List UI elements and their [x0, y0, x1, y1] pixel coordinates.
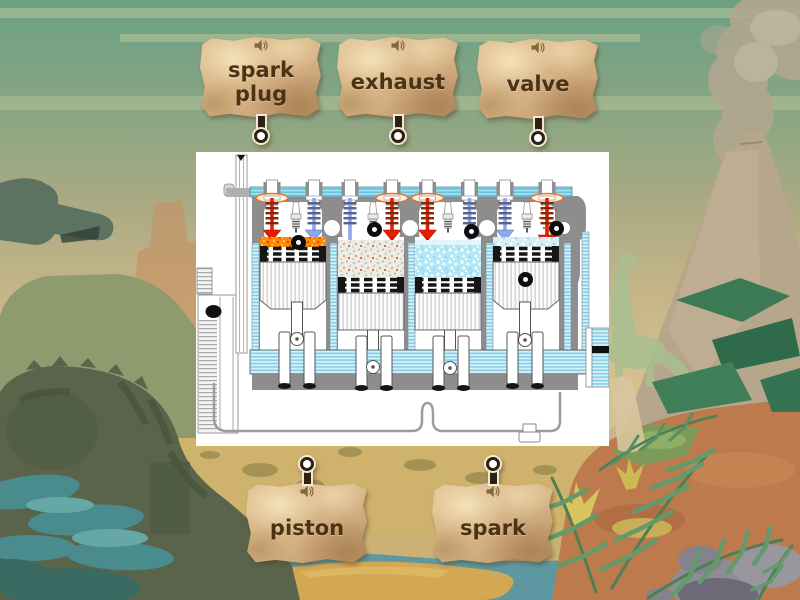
label-card-face: spark plug — [200, 36, 321, 118]
label-card-face: spark — [432, 482, 553, 564]
speaker-icon[interactable] — [485, 485, 501, 498]
volcano-smoke — [700, 0, 800, 166]
label-pin — [394, 116, 402, 129]
dark-leaves — [652, 278, 800, 414]
flywheel — [196, 267, 239, 434]
label-text: valve — [506, 71, 570, 96]
sauropod-head — [0, 178, 114, 245]
label-pin — [257, 116, 265, 129]
speaker-icon[interactable] — [253, 39, 269, 52]
label-pin — [489, 471, 497, 484]
label-card-face: valve — [477, 38, 598, 120]
tree-trunk — [610, 376, 646, 453]
label-card-spark[interactable]: spark — [432, 471, 554, 564]
label-card-piston[interactable]: piston — [246, 471, 368, 564]
speaker-icon[interactable] — [390, 39, 406, 52]
cylinder-2-exhaust-gas — [337, 240, 405, 370]
target-pin[interactable] — [290, 234, 306, 250]
sauropod-small — [606, 252, 690, 387]
oil-pan — [212, 383, 562, 433]
ferns — [539, 412, 794, 600]
drain-bolt — [518, 423, 541, 443]
target-pin[interactable] — [517, 271, 533, 287]
teal-plants — [0, 474, 174, 600]
label-pin — [534, 118, 542, 131]
engine-cross-section-image — [196, 154, 610, 443]
label-card-spark-plug[interactable]: spark plug — [200, 36, 322, 129]
target-pin[interactable] — [463, 223, 479, 239]
label-card-valve[interactable]: valve — [477, 38, 599, 131]
target-pin[interactable] — [548, 220, 564, 236]
label-card-exhaust[interactable]: exhaust — [337, 36, 459, 129]
label-text: spark — [459, 515, 527, 540]
label-text: exhaust — [350, 69, 446, 94]
crankshaft — [249, 327, 610, 391]
label-text: piston — [269, 515, 345, 540]
label-card-face: exhaust — [337, 36, 458, 118]
label-pin — [303, 471, 311, 484]
sand-island — [248, 561, 514, 600]
diagram-image-panel — [196, 152, 610, 446]
speaker-icon[interactable] — [530, 41, 546, 54]
label-card-face: piston — [246, 482, 367, 564]
target-pin[interactable] — [366, 221, 382, 237]
label-text: spark plug — [227, 57, 295, 106]
speaker-icon[interactable] — [299, 485, 315, 498]
